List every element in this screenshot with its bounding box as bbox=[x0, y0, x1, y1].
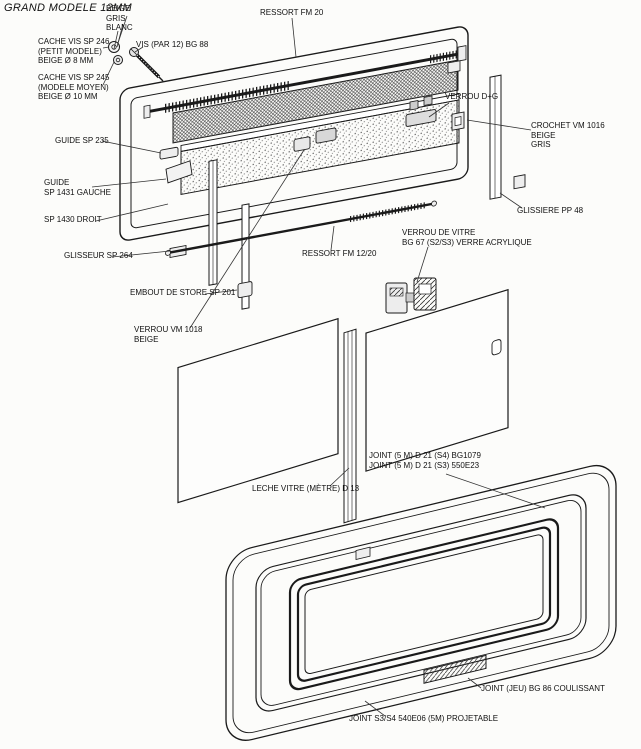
label-guide-sp235: GUIDE SP 235 bbox=[55, 136, 109, 145]
flyscreen-mesh-roll bbox=[172, 59, 459, 144]
label-ressort-fm20: RESSORT FM 20 bbox=[260, 8, 324, 17]
frame-corner-clip bbox=[355, 546, 371, 561]
hook-crochet-vm1016 bbox=[447, 60, 465, 131]
screw-icon bbox=[129, 47, 164, 82]
acrylic-pane-right bbox=[365, 288, 509, 472]
seal-frame-outer bbox=[225, 464, 617, 741]
page-title: GRAND MODELE 12MM bbox=[4, 2, 132, 14]
label-sp1430: SP 1430 DROIT bbox=[44, 215, 102, 224]
tension-rod-fm1220 bbox=[165, 200, 437, 256]
label-vis-bg88: VIS (PAR 12) BG 88 bbox=[136, 40, 209, 49]
acrylic-pane-left bbox=[177, 317, 339, 504]
pane-handle-slot bbox=[491, 339, 502, 356]
label-joint-d21: JOINT (5 M) D 21 (S4) BG1079 JOINT (5 M)… bbox=[369, 451, 481, 470]
label-leche-vitre: LECHE VITRE (MÈTRE) D 13 bbox=[252, 484, 360, 493]
label-glisseur-sp264: GLISSEUR SP 264 bbox=[64, 251, 133, 260]
seal-frame-middle bbox=[255, 494, 587, 712]
label-embout-sp201: EMBOUT DE STORE SP 201 bbox=[130, 288, 236, 297]
guide-parts-left bbox=[159, 146, 193, 259]
seal-frames-group bbox=[225, 464, 617, 741]
acrylic-panes-group bbox=[177, 288, 509, 524]
lock-verrou-dg bbox=[405, 95, 437, 127]
blind-latch-vm1018 bbox=[293, 127, 337, 152]
label-cache-vis-sp245: CACHE VIS SP 245 (MODELE MOYEN) BEIGE Ø … bbox=[38, 73, 110, 102]
window-cassette-assembly bbox=[119, 26, 526, 310]
label-crochet-vm1016: CROCHET VM 1016 BEIGE GRIS bbox=[531, 121, 605, 150]
label-verrou-dg: VERROU D+G bbox=[445, 92, 499, 101]
screw-cover-icons bbox=[108, 41, 123, 65]
glass-seal-strip-d13 bbox=[343, 328, 357, 524]
window-frame-inner bbox=[288, 518, 560, 691]
roller-rod-spring-fm20 bbox=[143, 45, 467, 119]
label-glissiere-pp48: GLISSIERE PP 48 bbox=[517, 206, 584, 215]
glass-lock-bg67 bbox=[385, 277, 437, 314]
label-joint-s3s4: JOINT S3/S4 540E06 (5M) PROJETABLE bbox=[349, 714, 499, 723]
label-cache-vis-sp246: CACHE VIS SP 246 (PETIT MODELE) BEIGE Ø … bbox=[38, 37, 110, 66]
blind-end-cap-sp201 bbox=[237, 281, 253, 299]
label-verrou-vm1018: VERROU VM 1018 BEIGE bbox=[134, 325, 203, 344]
label-joint-bg86: JOINT (JEU) BG 86 COULISSANT bbox=[481, 684, 605, 693]
label-verrou-de-vitre: VERROU DE VITRE BG 67 (S2/S3) VERRE ACRY… bbox=[402, 228, 532, 247]
label-ressort-fm1220: RESSORT FM 12/20 bbox=[302, 249, 377, 258]
screw-covers-and-screw bbox=[108, 41, 164, 82]
label-guide-sp1431: GUIDE SP 1431 GAUCHE bbox=[44, 178, 111, 197]
sliding-joint-strip-bg86 bbox=[423, 654, 487, 684]
slider-rail-pp48 bbox=[489, 74, 526, 200]
leader-lines bbox=[91, 15, 546, 717]
label-cover-colors: BEIGE GRIS BLANC bbox=[106, 4, 133, 33]
